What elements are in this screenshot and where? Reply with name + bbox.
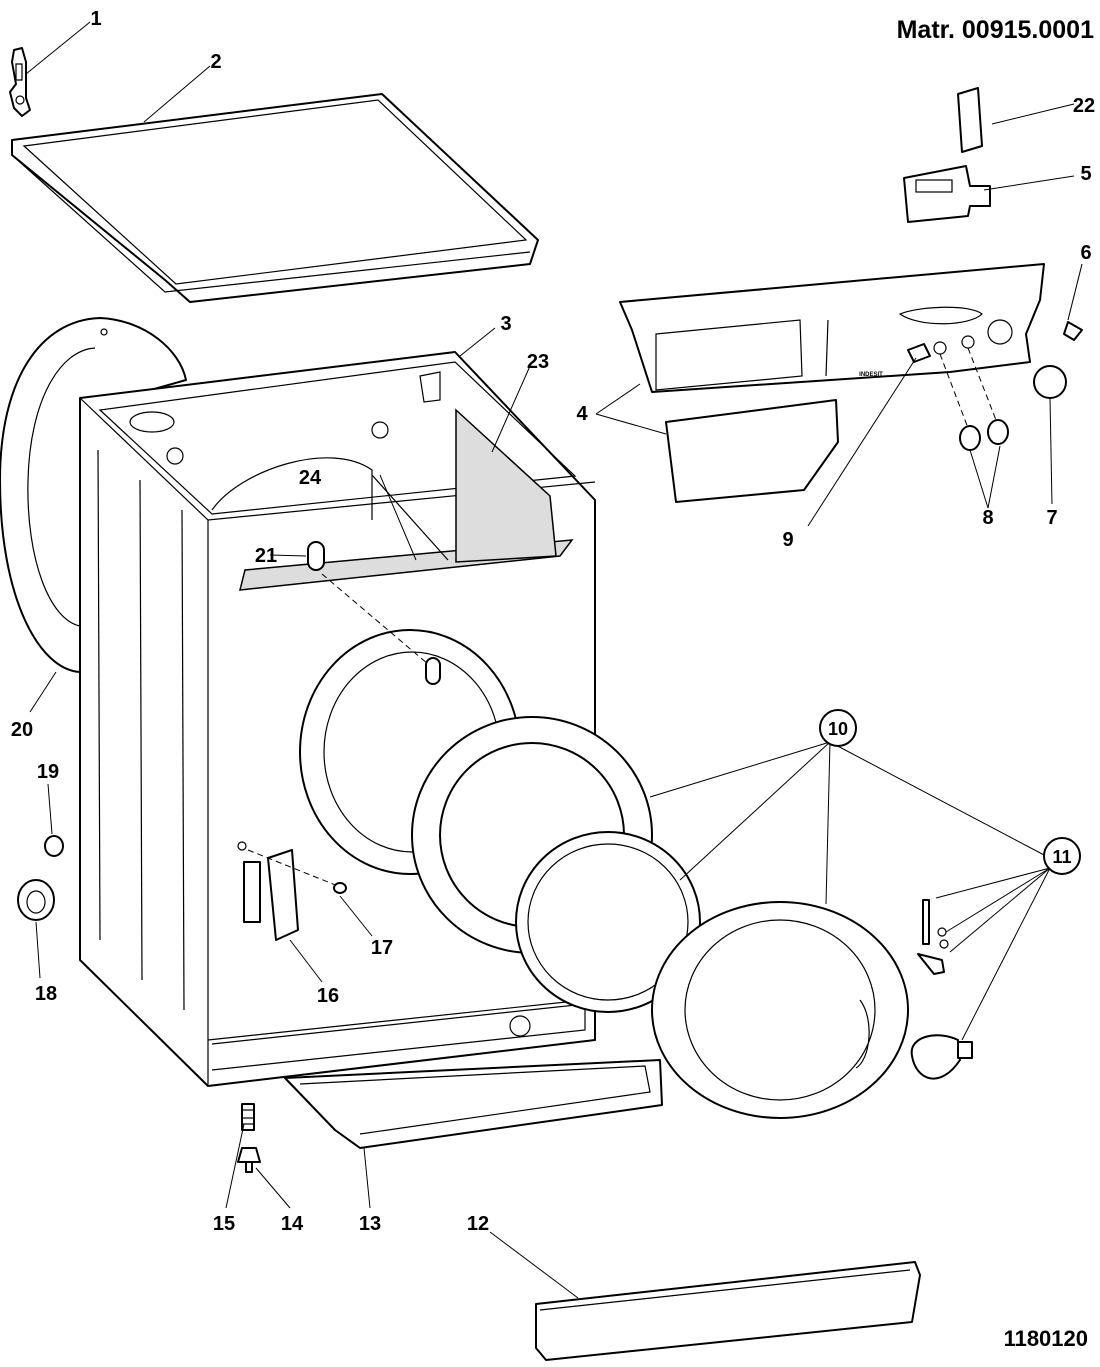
- part-6-button: [1063, 321, 1083, 341]
- callout-23: 23: [527, 351, 549, 373]
- callout-6: 6: [1080, 242, 1091, 264]
- callout-16: 16: [317, 985, 339, 1007]
- part-5-control-board: [903, 165, 991, 223]
- callout-12: 12: [467, 1213, 489, 1235]
- part-19-ring: [44, 835, 64, 857]
- part-24-duct: [371, 474, 449, 561]
- part-4-control-panel: [619, 263, 1045, 503]
- part-7-knob: [1033, 365, 1067, 399]
- callout-3: 3: [500, 313, 511, 335]
- callout-20: 20: [11, 719, 33, 741]
- callout-10-circle: [819, 709, 857, 747]
- callout-11-circle: [1043, 837, 1081, 875]
- callout-4: 4: [576, 403, 588, 425]
- part-11-hinge-and-handle: [910, 899, 973, 1080]
- callout-5: 5: [1080, 163, 1091, 185]
- leader-lines: [25, 21, 1083, 1299]
- callout-14: 14: [281, 1213, 304, 1235]
- callout-24: 24: [299, 467, 322, 489]
- callout-10: 10: [828, 719, 848, 739]
- part-21-door-lock: [307, 541, 441, 685]
- material-number-label: Matr. 00915.0001: [896, 16, 1094, 44]
- part-13-base-frame: [284, 1059, 663, 1149]
- part-16-latch: [237, 841, 339, 941]
- part-14-foot: [237, 1147, 261, 1173]
- callout-1: 1: [90, 8, 101, 30]
- part-20-rear-cover: [0, 317, 187, 673]
- part-1-clip: [9, 47, 31, 117]
- part-2-top-cover: [11, 93, 539, 303]
- callout-9: 9: [782, 529, 793, 551]
- callout-19: 19: [37, 761, 59, 783]
- part-9-selector: [907, 343, 931, 363]
- callout-11: 11: [1052, 847, 1071, 867]
- part-22-module: [957, 87, 983, 153]
- callout-2: 2: [210, 51, 221, 73]
- brand-mark: INDESIT: [859, 372, 883, 378]
- callout-21: 21: [255, 545, 277, 567]
- callout-15: 15: [213, 1213, 235, 1235]
- part-10-door-assembly: [411, 716, 909, 1119]
- part-18-gasket: [17, 879, 55, 921]
- part-23-inner-panel: [455, 408, 557, 563]
- drawing-code-label: 1180120: [1003, 1326, 1088, 1351]
- callout-8: 8: [982, 507, 993, 529]
- callout-13: 13: [359, 1213, 381, 1235]
- part-17-screw: [333, 882, 347, 894]
- callout-7: 7: [1046, 507, 1057, 529]
- part-15-spring: [241, 1103, 255, 1131]
- part-12-plinth: [535, 1261, 921, 1361]
- callout-17: 17: [371, 937, 393, 959]
- callout-22: 22: [1073, 95, 1095, 117]
- callout-18: 18: [35, 983, 57, 1005]
- part-8-buttons: [939, 347, 1009, 451]
